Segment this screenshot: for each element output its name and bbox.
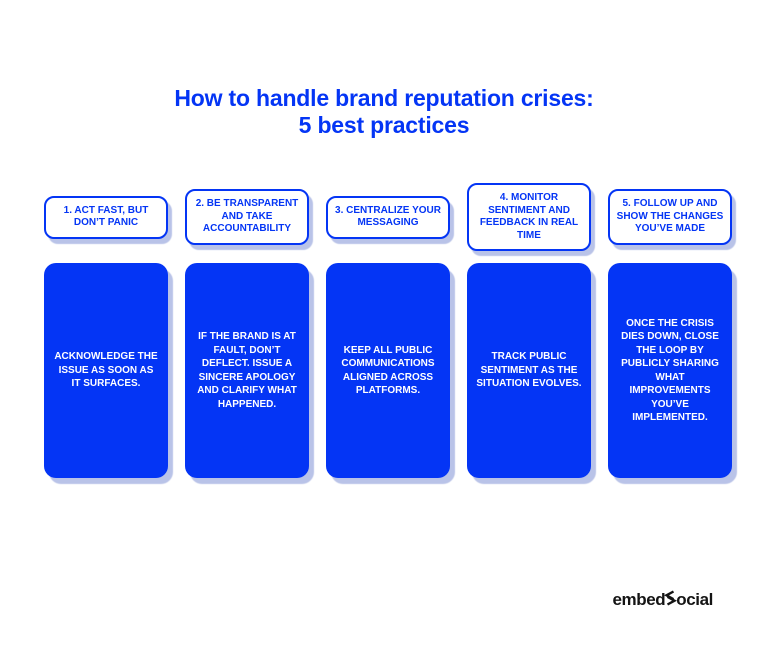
page-title-line2: 5 best practices [298,112,470,138]
practices-grid: 1. ACT FAST, BUT DON’T PANIC ACKNOWLEDGE… [0,183,768,478]
practice-4-body-text: TRACK PUBLIC SENTIMENT AS THE SITUATION … [476,351,582,390]
practice-1-header-label: 1. ACT FAST, BUT DON’T PANIC [63,204,149,229]
practice-column-1: 1. ACT FAST, BUT DON’T PANIC ACKNOWLEDGE… [44,183,168,478]
practice-4-body-card: TRACK PUBLIC SENTIMENT AS THE SITUATION … [467,263,591,478]
practice-5-body-card: ONCE THE CRISIS DIES DOWN, CLOSE THE LOO… [608,263,732,478]
practice-header-slot: 2. BE TRANSPARENT AND TAKE ACCOUNTABILIT… [185,183,309,251]
practice-3-header-label: 3. CENTRALIZE YOUR MESSAGING [335,204,441,229]
practice-header-slot: 3. CENTRALIZE YOUR MESSAGING [326,183,450,251]
practice-column-4: 4. MONITOR SENTIMENT AND FEEDBACK IN REA… [467,183,591,478]
practice-3-body-card: KEEP ALL PUBLIC COMMUNICATIONS ALIGNED A… [326,263,450,478]
practice-header-slot: 4. MONITOR SENTIMENT AND FEEDBACK IN REA… [467,183,591,251]
practice-1-body-text: ACKNOWLEDGE THE ISSUE AS SOON AS IT SURF… [54,351,158,390]
practice-3-body-text: KEEP ALL PUBLIC COMMUNICATIONS ALIGNED A… [341,344,435,397]
practice-2-body-text: IF THE BRAND IS AT FAULT, DON’T DEFLECT.… [197,331,297,410]
embedsocial-logo: embed ocial [612,588,713,611]
practice-column-5: 5. FOLLOW UP AND SHOW THE CHANGES YOU’VE… [608,183,732,478]
practice-1-header-card: 1. ACT FAST, BUT DON’T PANIC [44,195,168,239]
practice-5-body-text: ONCE THE CRISIS DIES DOWN, CLOSE THE LOO… [621,317,719,424]
practice-header-slot: 1. ACT FAST, BUT DON’T PANIC [44,183,168,251]
page-title: How to handle brand reputation crises: 5… [0,85,768,139]
practice-5-header-card: 5. FOLLOW UP AND SHOW THE CHANGES YOU’VE… [608,189,732,245]
practice-4-header-label: 4. MONITOR SENTIMENT AND FEEDBACK IN REA… [479,192,579,241]
page-title-line1: How to handle brand reputation crises: [174,85,594,111]
practice-2-header-card: 2. BE TRANSPARENT AND TAKE ACCOUNTABILIT… [185,189,309,245]
practice-1-body-card: ACKNOWLEDGE THE ISSUE AS SOON AS IT SURF… [44,263,168,478]
practice-4-header-card: 4. MONITOR SENTIMENT AND FEEDBACK IN REA… [467,183,591,251]
embedsocial-logo-suffix: ocial [676,589,713,609]
practice-2-header-label: 2. BE TRANSPARENT AND TAKE ACCOUNTABILIT… [195,198,299,235]
practice-column-2: 2. BE TRANSPARENT AND TAKE ACCOUNTABILIT… [185,183,309,478]
practice-header-slot: 5. FOLLOW UP AND SHOW THE CHANGES YOU’VE… [608,183,732,251]
practice-5-header-label: 5. FOLLOW UP AND SHOW THE CHANGES YOU’VE… [616,198,724,235]
practice-2-body-card: IF THE BRAND IS AT FAULT, DON’T DEFLECT.… [185,263,309,478]
practice-3-header-card: 3. CENTRALIZE YOUR MESSAGING [326,195,450,239]
practice-column-3: 3. CENTRALIZE YOUR MESSAGING KEEP ALL PU… [326,183,450,478]
embedsocial-logo-prefix: embed [612,589,666,609]
infographic-canvas: How to handle brand reputation crises: 5… [0,85,768,661]
